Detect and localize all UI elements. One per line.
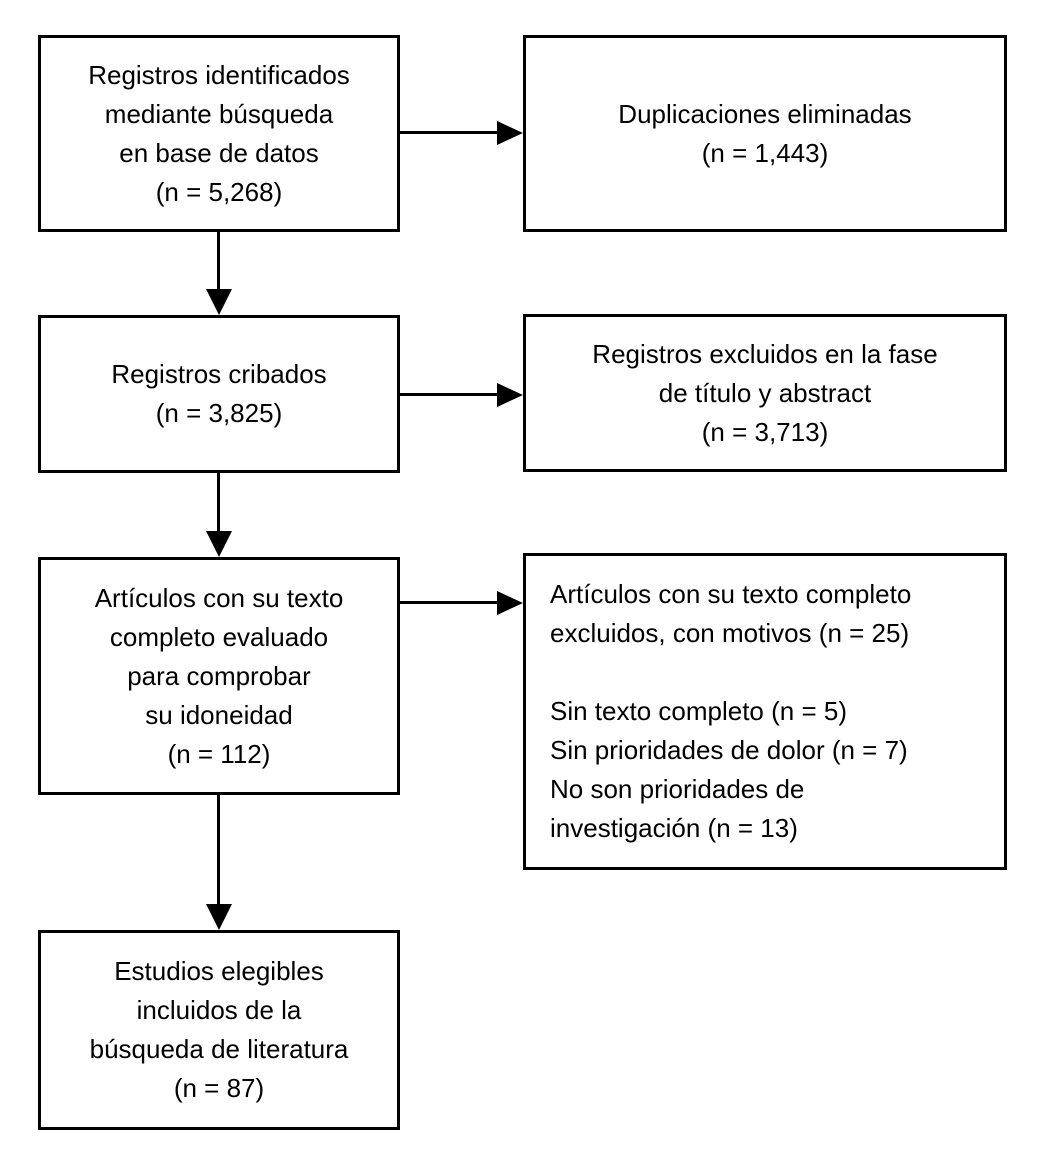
box-duplicates-removed: Duplicaciones eliminadas (n = 1,443) (523, 35, 1007, 232)
box-fulltext-excluded-with-reasons-text: Artículos con su texto completo excluido… (550, 579, 912, 843)
arrow-right-icon (497, 383, 523, 407)
arrow-fulltext-to-excluded-line (400, 601, 499, 604)
arrow-identified-to-screened-line (217, 231, 220, 291)
arrow-fulltext-to-included-line (217, 795, 220, 906)
box-records-screened-text: Registros cribados (n = 3,825) (111, 359, 327, 428)
arrow-right-icon (497, 121, 523, 145)
arrow-right-icon (497, 591, 523, 615)
arrow-identified-to-duplicates-line (400, 131, 499, 134)
arrow-screened-to-excluded-line (400, 393, 499, 396)
box-fulltext-assessed: Artículos con su texto completo evaluado… (38, 557, 400, 795)
box-fulltext-assessed-text: Artículos con su texto completo evaluado… (94, 582, 344, 769)
box-studies-included-text: Estudios elegibles incluidos de la búsqu… (89, 956, 349, 1103)
box-records-excluded-title-abstract-text: Registros excluidos en la fase de título… (592, 338, 938, 447)
box-studies-included: Estudios elegibles incluidos de la búsqu… (38, 930, 400, 1130)
arrow-down-icon (206, 289, 232, 315)
arrow-screened-to-fulltext-line (217, 473, 220, 533)
arrow-down-icon (206, 904, 232, 930)
box-records-identified-text: Registros identificados mediante búsqued… (88, 59, 350, 207)
box-records-screened: Registros cribados (n = 3,825) (38, 315, 400, 473)
box-fulltext-excluded-with-reasons: Artículos con su texto completo excluido… (523, 553, 1007, 870)
box-duplicates-removed-text: Duplicaciones eliminadas (n = 1,443) (618, 98, 912, 168)
arrow-down-icon (206, 531, 232, 557)
box-records-identified: Registros identificados mediante búsqued… (38, 35, 400, 232)
box-records-excluded-title-abstract: Registros excluidos en la fase de título… (523, 314, 1007, 472)
